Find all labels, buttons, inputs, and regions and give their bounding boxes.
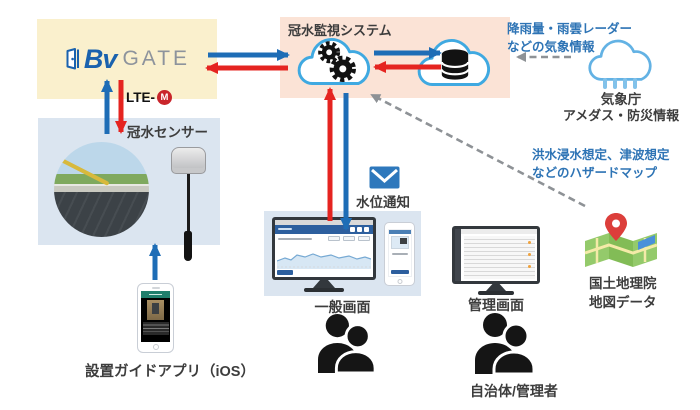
bvgate-logo-gate: GATE [122, 47, 191, 70]
database-icon [440, 49, 470, 80]
hazard-annotation-line1: 洪水浸水想定、津波想定 [532, 148, 670, 162]
header-button [350, 227, 355, 232]
location-pin-icon [605, 213, 627, 241]
screen-chip [358, 236, 370, 241]
status-dot [528, 253, 531, 256]
weather-agency-info-label: アメダス・防災情報 [562, 108, 680, 123]
phone-chart-thumb [390, 236, 409, 249]
admin-table-rows [464, 236, 535, 279]
header-logo-text [278, 228, 292, 230]
dashboard-header [275, 225, 373, 234]
hazard-annotation: 洪水浸水想定、津波想定 などのハザードマップ [532, 147, 670, 182]
sensor-device-cap [171, 147, 206, 174]
bvgate-panel: Bv GATE [37, 19, 217, 99]
smartphone-screen [387, 229, 412, 277]
gears-cloud-icon [297, 38, 371, 85]
lte-m-badge-icon: M [157, 90, 172, 105]
admin-toolbar [461, 229, 537, 234]
database-cloud-icon [417, 39, 491, 86]
monitor-stand [313, 280, 335, 288]
admin-screen [455, 229, 537, 281]
phone-text-line [391, 253, 408, 255]
guide-app-photo [147, 300, 164, 320]
status-dot [528, 241, 531, 244]
screen-chip [343, 236, 355, 241]
weather-annotation-line2: などの気象情報 [507, 39, 595, 54]
gear-icon-small [318, 41, 341, 64]
monitor-base [304, 288, 344, 292]
gsi-label-line1: 国土地理院 [589, 276, 657, 291]
lte-m-label: LTE- M [126, 90, 172, 105]
monitor-base [478, 291, 514, 295]
guide-app-header [141, 291, 170, 298]
screen-footer-button [277, 270, 293, 275]
screen-text-line [278, 238, 312, 240]
sensor-device-cable [187, 174, 190, 232]
rain-drop-icon [603, 78, 607, 89]
gsi-label-line2: 地図データ [589, 295, 657, 310]
phone-header [388, 230, 411, 234]
guide-app-phone [137, 283, 174, 353]
phone-button-bar [390, 270, 409, 274]
phone-home-button [397, 278, 402, 284]
phone-home-button [152, 344, 159, 350]
admin-screen-label: 管理画面 [468, 297, 524, 313]
guide-app-screen [141, 291, 170, 342]
admin-sidebar [455, 229, 461, 281]
phone-speaker [151, 287, 160, 289]
admin-users-label: 自治体/管理者 [470, 383, 558, 399]
weather-annotation-line1: 降雨量・雨雲レーダー [507, 22, 633, 36]
header-button [364, 227, 369, 232]
sensor-device-rod [184, 231, 192, 261]
bvgate-logo-bv: Bv [83, 43, 118, 74]
phone-photo-block [399, 238, 407, 244]
admin-monitor [452, 226, 540, 284]
photo-sky [54, 142, 149, 175]
general-smartphone [384, 222, 415, 286]
photo-guardrail [54, 183, 149, 193]
hazard-annotation-line2: などのハザードマップ [532, 165, 658, 180]
notification-label: 水位通知 [356, 195, 410, 210]
door-icon [66, 48, 79, 70]
rain-drop-icon [623, 78, 627, 89]
dashboard-screen [275, 220, 373, 277]
monitor-stand [486, 284, 506, 291]
weather-agency-label: 気象庁 [600, 92, 642, 107]
sensor-panel: 冠水センサー [38, 118, 220, 245]
status-dot [528, 265, 531, 268]
rain-drop-icon [613, 78, 617, 89]
general-monitor [272, 217, 376, 280]
weather-annotation: 降雨量・雨雲レーダー などの気象情報 [507, 21, 632, 56]
browser-bar [275, 220, 373, 225]
lte-text: LTE- [126, 90, 155, 105]
photo-embankment [54, 192, 149, 237]
guide-app-text [142, 322, 169, 335]
monitoring-system-title: 冠水監視システム [288, 23, 392, 38]
rain-cloud-icon [588, 39, 652, 81]
envelope-icon [369, 166, 400, 189]
general-screen-label: 一般画面 [314, 299, 371, 315]
sensor-label: 冠水センサー [127, 125, 208, 140]
header-button [357, 227, 362, 232]
screen-chip [328, 236, 340, 241]
guide-app-label: 設置ガイドアプリ（iOS） [85, 364, 255, 380]
admin-users-icon [475, 313, 536, 374]
general-users-icon [318, 313, 377, 373]
rain-drop-icon [633, 78, 637, 89]
water-level-chart [277, 253, 371, 269]
map-icon [584, 213, 658, 267]
sensor-site-photo [54, 142, 149, 237]
